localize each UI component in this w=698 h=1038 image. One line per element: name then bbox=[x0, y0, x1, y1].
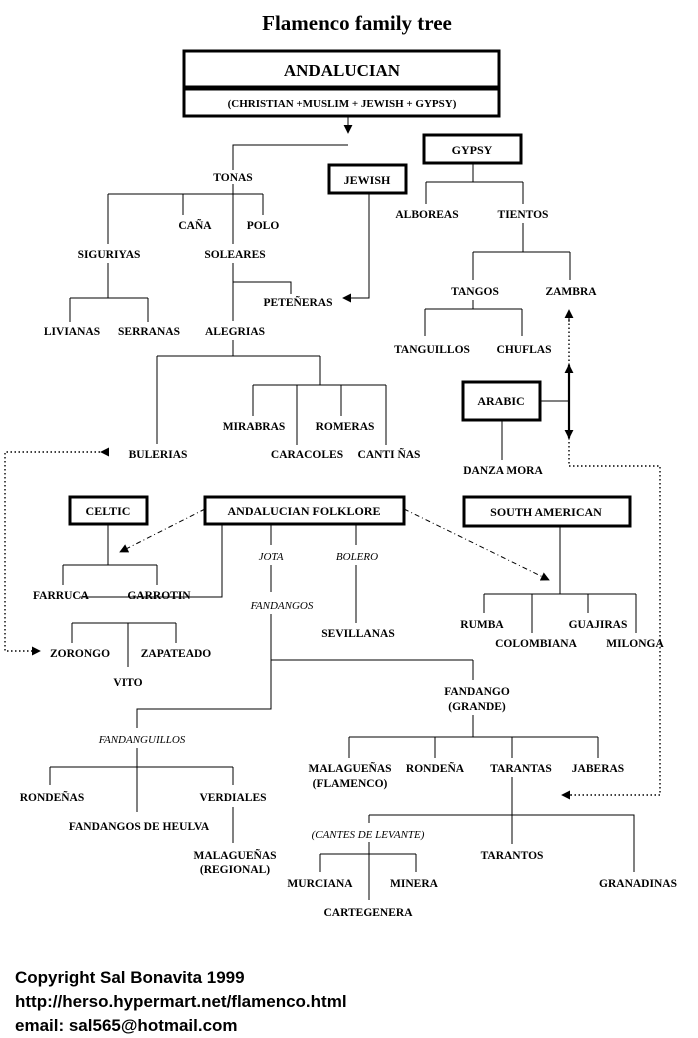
node-malaguenas-regional-2: (REGIONAL) bbox=[200, 864, 270, 876]
node-romeras: ROMERAS bbox=[316, 421, 375, 433]
node-jaberas: JABERAS bbox=[572, 763, 624, 775]
connector-lines bbox=[4, 116, 661, 900]
node-fandango-grande-2: (GRANDE) bbox=[448, 701, 506, 713]
arabic-box bbox=[461, 380, 542, 422]
node-bolero: BOLERO bbox=[336, 551, 378, 563]
copyright-line: Copyright Sal Bonavita 1999 bbox=[15, 968, 245, 987]
andalucian-folklore-box bbox=[203, 495, 406, 526]
node-farruca: FARRUCA bbox=[33, 590, 90, 602]
node-zambra: ZAMBRA bbox=[545, 286, 597, 298]
andalucian-sub-label: (CHRISTIAN +MUSLIM + JEWISH + GYPSY) bbox=[228, 98, 457, 110]
diagram-title: Flamenco family tree bbox=[262, 11, 452, 35]
node-mirabras: MIRABRAS bbox=[223, 421, 286, 433]
node-tarantas: TARANTAS bbox=[490, 763, 552, 775]
node-serranas: SERRANAS bbox=[118, 326, 180, 338]
node-tarantos: TARANTOS bbox=[481, 850, 544, 862]
node-cantinas: CANTI ÑAS bbox=[358, 447, 421, 461]
arabic-label: ARABIC bbox=[477, 394, 524, 408]
node-fandango-grande-1: FANDANGO bbox=[444, 686, 510, 698]
node-colombiana: COLOMBIANA bbox=[495, 638, 577, 650]
node-malaguenas-flamenco-1: MALAGUEÑAS bbox=[308, 761, 391, 775]
node-danza-mora: DANZA MORA bbox=[463, 465, 543, 477]
node-vito: VITO bbox=[113, 677, 142, 689]
node-sevillanas: SEVILLANAS bbox=[321, 628, 395, 640]
copyright-url: http://herso.hypermart.net/flamenco.html bbox=[15, 992, 347, 1011]
node-labels: TONAS CAÑA POLO SIGURIYAS SOLEARES PETEÑ… bbox=[20, 172, 677, 919]
celtic-label: CELTIC bbox=[86, 504, 131, 518]
gypsy-label: GYPSY bbox=[452, 143, 493, 157]
node-murciana: MURCIANA bbox=[287, 878, 353, 890]
jewish-label: JEWISH bbox=[344, 173, 391, 187]
node-malaguenas-flamenco-2: (FLAMENCO) bbox=[313, 778, 388, 790]
node-cartegenera: CARTEGENERA bbox=[323, 907, 413, 919]
node-fandangos: FANDANGOS bbox=[250, 600, 314, 612]
node-chuflas: CHUFLAS bbox=[497, 344, 552, 356]
node-cana: CAÑA bbox=[178, 218, 212, 232]
andalucian-label: ANDALUCIAN bbox=[284, 61, 401, 80]
node-zapateado: ZAPATEADO bbox=[141, 648, 212, 660]
node-tientos: TIENTOS bbox=[498, 209, 549, 221]
celtic-box bbox=[68, 495, 149, 526]
node-tonas: TONAS bbox=[213, 172, 252, 184]
node-guajiras: GUAJIRAS bbox=[569, 619, 628, 631]
node-milonga: MILONGA bbox=[606, 638, 664, 650]
node-zorongo: ZORONGO bbox=[50, 648, 110, 660]
jewish-box bbox=[327, 163, 408, 195]
node-malaguenas-regional-1: MALAGUEÑAS bbox=[193, 848, 276, 862]
node-cantes-de-levante: (CANTES DE LEVANTE) bbox=[312, 829, 425, 841]
node-rumba: RUMBA bbox=[460, 619, 504, 631]
node-granadinas: GRANADINAS bbox=[599, 878, 677, 890]
andalucian-sub-box bbox=[182, 87, 501, 118]
node-jota: JOTA bbox=[259, 551, 284, 563]
south-american-label: SOUTH AMERICAN bbox=[490, 505, 602, 519]
node-bulerias: BULERIAS bbox=[129, 449, 188, 461]
node-minera: MINERA bbox=[390, 878, 439, 890]
andalucian-box bbox=[182, 49, 501, 89]
south-american-box bbox=[462, 495, 632, 528]
node-tanguillos: TANGUILLOS bbox=[394, 344, 470, 356]
node-fandanguillos: FANDANGUILLOS bbox=[98, 734, 186, 746]
gypsy-box bbox=[422, 133, 523, 165]
node-siguiriyas: SIGURIYAS bbox=[78, 249, 141, 261]
node-alboreas: ALBOREAS bbox=[395, 209, 458, 221]
node-verdiales: VERDIALES bbox=[199, 792, 266, 804]
copyright-email: email: sal565@hotmail.com bbox=[15, 1016, 238, 1035]
node-rondenas-left: RONDEÑAS bbox=[20, 790, 85, 804]
node-rondena: RONDEÑA bbox=[406, 761, 465, 775]
andalucian-folklore-label: ANDALUCIAN FOLKLORE bbox=[227, 504, 380, 518]
node-soleares: SOLEARES bbox=[204, 249, 265, 261]
node-peteneras: PETEÑERAS bbox=[263, 295, 332, 309]
node-garrotin: GARROTIN bbox=[127, 590, 191, 602]
node-tangos: TANGOS bbox=[451, 286, 499, 298]
node-livianas: LIVIANAS bbox=[44, 326, 100, 338]
node-caracoles: CARACOLES bbox=[271, 449, 343, 461]
node-fandangos-huelva: FANDANGOS DE HEULVA bbox=[69, 821, 210, 833]
node-alegrias: ALEGRIAS bbox=[205, 326, 265, 338]
node-polo: POLO bbox=[247, 220, 280, 232]
